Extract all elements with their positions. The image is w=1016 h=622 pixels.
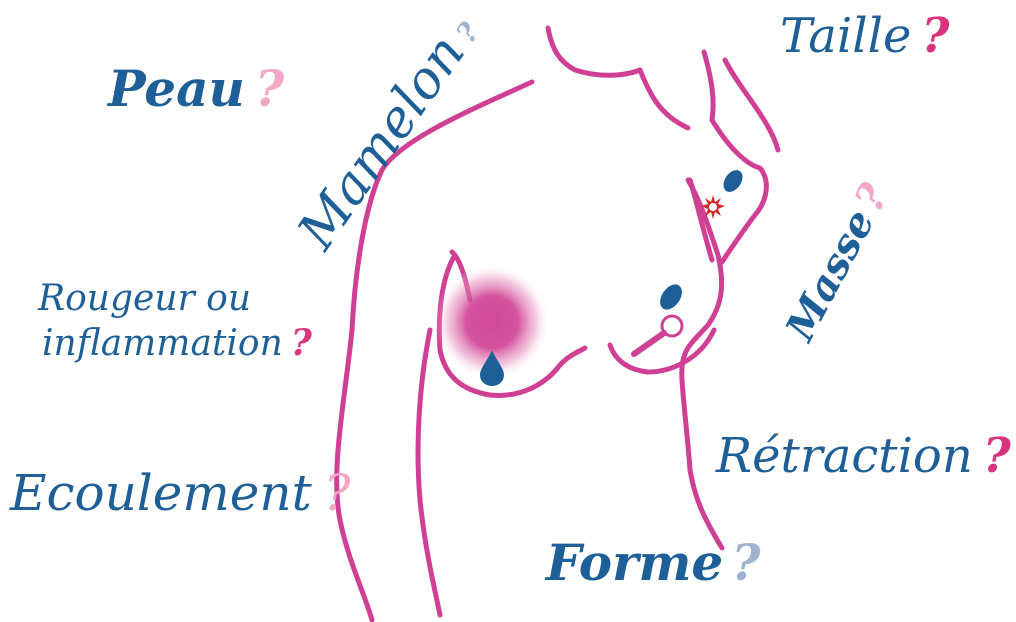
label-forme: Forme? [546,538,760,588]
label-taille: Taille? [780,12,950,60]
drop-icon [478,350,506,386]
armpit-drop-icon [718,166,748,196]
question-mark-icon: ? [983,428,1011,484]
nipple-drop-icon [656,280,686,314]
label-rougeur-line2: inflammation? [42,321,312,366]
question-mark-icon: ? [324,464,351,522]
right-torso [682,180,722,548]
magnifier-icon [626,310,690,360]
neck-left [548,28,640,75]
label-ecoulement: Ecoulement? [10,468,351,518]
label-rougeur: Rougeur ou inflammation? [38,276,312,366]
question-mark-icon: ? [731,533,760,592]
neck-right [640,70,688,128]
question-mark-icon: ? [255,59,284,118]
star-burst-icon [700,194,726,220]
right-arm [725,60,778,150]
label-retraction: Rétraction? [716,432,1011,480]
label-peau: Peau? [108,64,284,114]
right-shoulder [704,52,766,262]
label-rougeur-line1: Rougeur ou [38,276,312,321]
question-mark-icon: ? [921,8,949,64]
question-mark-icon: ? [291,322,312,364]
